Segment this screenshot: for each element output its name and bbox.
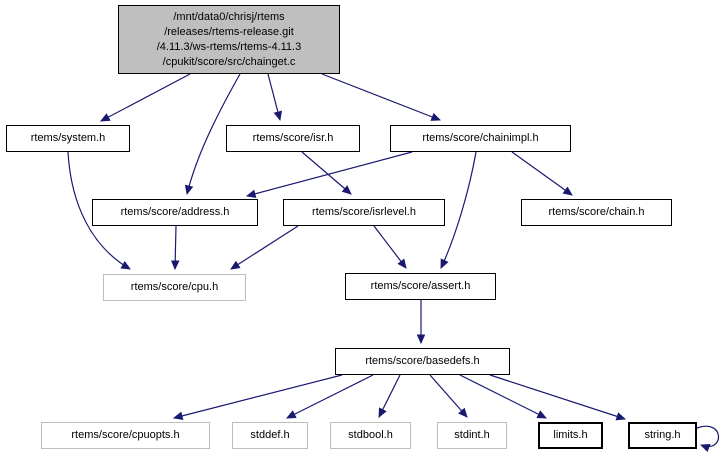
node-stdbool-h: stdbool.h [330, 422, 411, 449]
node-label: rtems/score/isrlevel.h [312, 206, 416, 218]
edge-isrlevel-assert [373, 225, 407, 269]
node-label: rtems/score/assert.h [370, 280, 471, 292]
node-rtems-score-basedefs-h[interactable]: rtems/score/basedefs.h [335, 348, 510, 375]
root-label-line: /cpukit/score/src/chainget.c [162, 55, 296, 68]
node-stddef-h: stddef.h [232, 422, 308, 449]
edge-chainget-chainimpl [321, 73, 442, 121]
edge-basedefs-stddef [286, 374, 374, 419]
edge-string-selfloop [696, 425, 720, 453]
node-rtems-score-chainimpl-h[interactable]: rtems/score/chainimpl.h [390, 125, 571, 152]
node-limits-h[interactable]: limits.h [538, 422, 603, 449]
edge-basedefs-cpuopts [172, 374, 343, 421]
root-label-line: /4.11.3/ws-rtems/rtems-4.11.3 [156, 40, 302, 53]
node-chainget-c: /mnt/data0/chrisj/rtems /releases/rtems-… [118, 5, 340, 74]
node-label: rtems/score/basedefs.h [365, 355, 480, 367]
node-rtems-score-isrlevel-h[interactable]: rtems/score/isrlevel.h [283, 199, 445, 226]
node-rtems-score-isr-h[interactable]: rtems/score/isr.h [226, 125, 360, 152]
node-label: string.h [644, 429, 681, 441]
edge-isrlevel-cpu [230, 225, 299, 270]
node-label: stdbool.h [348, 429, 393, 441]
node-label: rtems/system.h [30, 132, 106, 144]
node-label: limits.h [553, 429, 588, 441]
edge-chainimpl-assert [440, 151, 477, 269]
node-label: stddef.h [250, 429, 290, 441]
edge-system-cpu [67, 151, 131, 270]
node-rtems-score-cpu-h: rtems/score/cpu.h [103, 274, 246, 301]
root-label-line: /releases/rtems-release.git [164, 25, 294, 38]
root-label-line: /mnt/data0/chrisj/rtems [173, 10, 285, 23]
edge-chainget-system [100, 73, 191, 122]
node-label: rtems/score/address.h [120, 206, 230, 218]
edge-isr-isrlevel [301, 151, 352, 195]
edge-chainimpl-address [245, 151, 413, 198]
node-rtems-score-chain-h[interactable]: rtems/score/chain.h [521, 199, 672, 226]
node-rtems-system-h[interactable]: rtems/system.h [6, 125, 130, 152]
node-rtems-score-address-h[interactable]: rtems/score/address.h [92, 199, 258, 226]
node-label: rtems/score/cpuopts.h [71, 429, 180, 441]
edge-basedefs-string [489, 374, 627, 421]
node-rtems-score-cpuopts-h: rtems/score/cpuopts.h [41, 422, 210, 449]
node-label: rtems/score/chainimpl.h [422, 132, 539, 144]
node-rtems-score-assert-h[interactable]: rtems/score/assert.h [345, 273, 496, 300]
node-label: stdint.h [454, 429, 490, 441]
edge-address-cpu [170, 225, 180, 271]
edge-basedefs-stdbool [378, 374, 401, 418]
edge-chainimpl-chain [511, 151, 573, 196]
edge-basedefs-stdint [429, 374, 468, 418]
node-string-h[interactable]: string.h [628, 422, 697, 449]
edge-chainget-address [184, 73, 241, 196]
node-stdint-h: stdint.h [437, 422, 507, 449]
node-label: rtems/score/isr.h [252, 132, 334, 144]
edge-chainget-isr [267, 73, 282, 122]
edge-basedefs-limits [459, 374, 547, 419]
node-label: rtems/score/cpu.h [130, 281, 219, 293]
node-label: rtems/score/chain.h [548, 206, 645, 218]
